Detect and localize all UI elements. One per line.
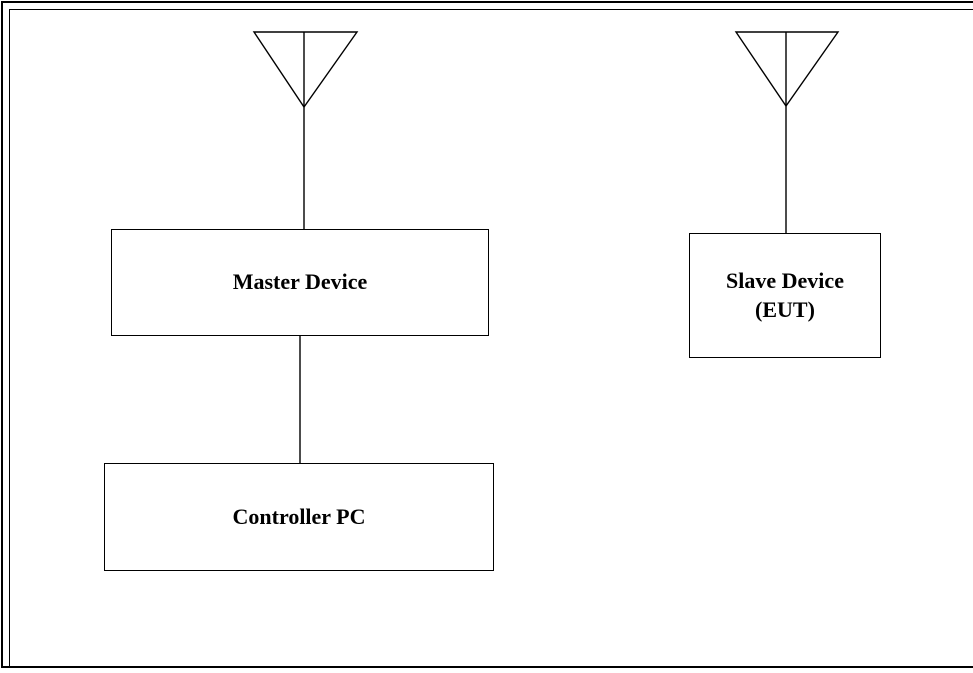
inner-border — [9, 9, 973, 668]
antenna-icon — [734, 31, 840, 108]
antenna-icon — [252, 31, 359, 109]
controller-pc-box: Controller PC — [104, 463, 494, 571]
slave-device-label: Slave Device (EUT) — [726, 267, 844, 322]
controller-pc-label: Controller PC — [232, 503, 366, 529]
slave-device-box: Slave Device (EUT) — [689, 233, 881, 358]
master-device-label: Master Device — [232, 269, 368, 295]
master-device-box: Master Device — [111, 229, 489, 336]
